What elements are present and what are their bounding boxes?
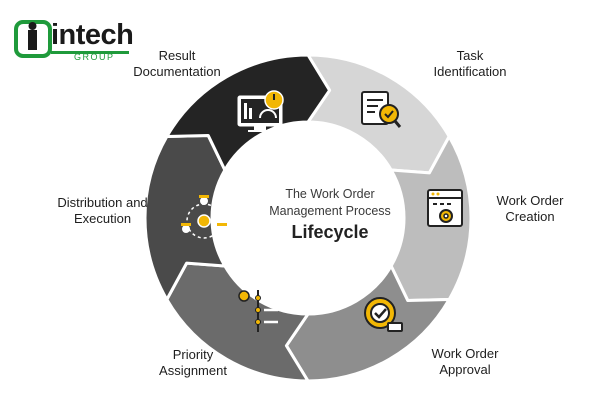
logo-subtitle: GROUP [74,52,115,62]
center-title: The Work Order Management Process Lifecy… [250,186,410,243]
intech-logo-icon [14,20,52,58]
center-circle [214,124,402,312]
company-logo: intech GROUP [14,18,144,64]
browser-gear-icon [427,189,463,227]
document-magnifier-icon [361,91,402,128]
logo-underline [51,51,129,54]
priority-list-icon [238,290,278,332]
gear-checkmark-icon [364,297,403,332]
center-title-line2: Management Process [269,204,391,218]
logo-wordmark: intech [51,19,134,51]
center-title-line1: The Work Order [285,187,375,201]
center-title-line3: Lifecycle [291,222,369,242]
team-gear-icon [181,195,227,239]
monitor-gauge-icon [237,90,284,132]
